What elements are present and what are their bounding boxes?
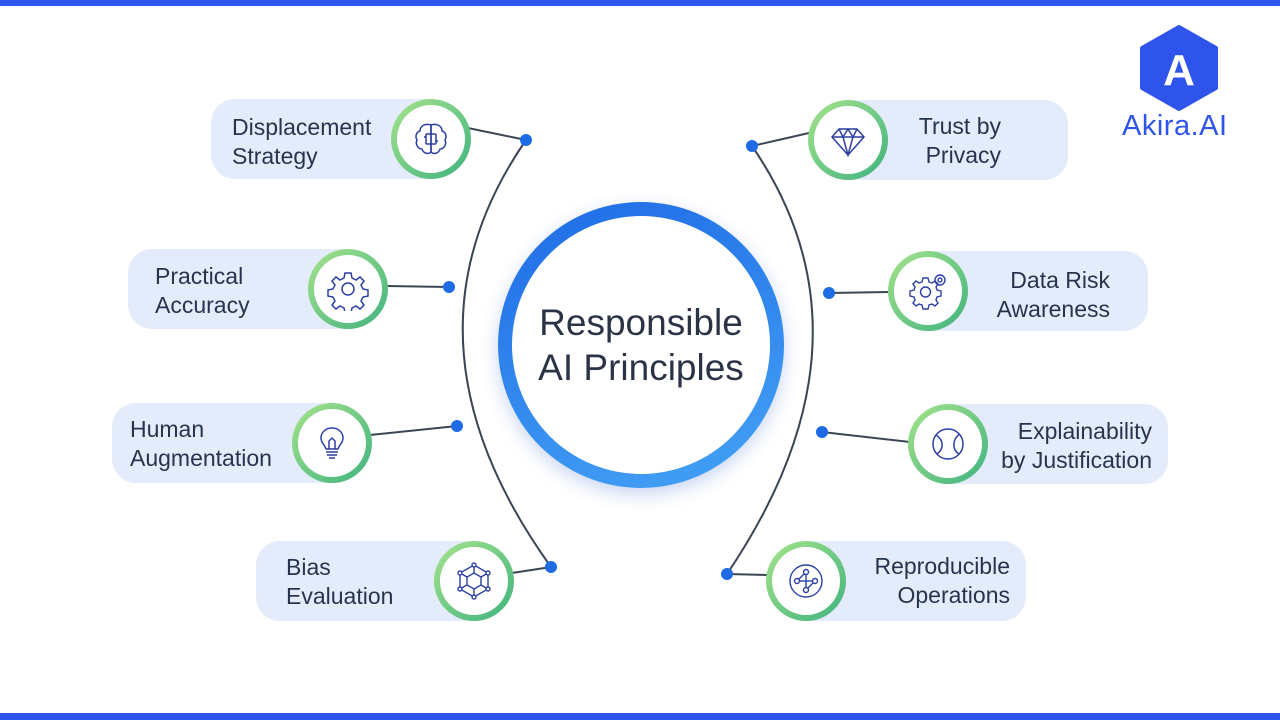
principle-label-line1: Trust by <box>918 113 1001 139</box>
principle-label-line1: Displacement <box>232 114 372 140</box>
connector-dot <box>823 287 835 299</box>
principle-label-line1: Human <box>130 416 205 442</box>
right-arc <box>726 145 814 575</box>
nodes-circle-icon <box>789 564 823 598</box>
center-title-line1: Responsible <box>539 302 743 343</box>
connector-line <box>369 425 458 436</box>
connector-dot <box>721 568 733 580</box>
principle-icon-ring <box>808 100 888 180</box>
top-accent-bar <box>0 0 1280 6</box>
connector-line <box>821 431 911 443</box>
principle-icon-ring <box>766 541 846 621</box>
principle-label-bias-evaluation: Bias Evaluation <box>286 553 393 611</box>
principle-label-line1: Explainability <box>1017 418 1152 444</box>
connector-dot <box>816 426 828 438</box>
connector-dot <box>443 281 455 293</box>
connector-line <box>511 566 552 574</box>
principle-label-line1: Bias <box>286 554 331 580</box>
principle-label-line2: Accuracy <box>155 292 250 318</box>
connector-line <box>751 132 810 147</box>
principle-label-line2: Awareness <box>996 296 1110 322</box>
connector-dot <box>520 134 532 146</box>
connector-line <box>385 285 450 288</box>
principle-label-line2: by Justification <box>1001 447 1152 473</box>
principle-label-reproducible-operations: Reproducible Operations <box>840 552 1010 610</box>
principle-label-line2: Privacy <box>925 142 1001 168</box>
brain-chip-icon <box>415 123 447 155</box>
principle-label-explainability-by-justification: Explainability by Justification <box>988 417 1152 475</box>
principle-label-line1: Practical <box>155 263 244 289</box>
principle-icon-ring <box>292 403 372 483</box>
connector-line <box>726 573 769 576</box>
bottom-accent-bar <box>0 713 1280 720</box>
principle-label-line1: Reproducible <box>874 553 1010 579</box>
network-hexagon-icon <box>457 562 491 600</box>
gears-icon <box>909 274 946 310</box>
principle-label-human-augmentation: Human Augmentation <box>130 415 272 473</box>
principle-label-line2: Operations <box>897 582 1010 608</box>
ball-icon <box>932 428 964 460</box>
connector-dot <box>545 561 557 573</box>
center-title-line2: AI Principles <box>538 347 744 388</box>
diamond-icon <box>831 127 865 158</box>
akira-logo-icon: A <box>1140 25 1218 111</box>
principle-label-line1: Data Risk <box>1010 267 1110 293</box>
principle-label-line2: Augmentation <box>130 445 272 471</box>
principle-label-data-risk-awareness: Data Risk Awareness <box>960 266 1110 324</box>
gear-icon <box>327 272 369 311</box>
principle-icon-ring <box>908 404 988 484</box>
principle-label-practical-accuracy: Practical Accuracy <box>155 262 250 320</box>
principle-label-line2: Strategy <box>232 143 318 169</box>
brand-name: Akira.AI <box>1122 110 1228 142</box>
connector-dot <box>746 140 758 152</box>
principle-label-line2: Evaluation <box>286 583 394 609</box>
left-arc <box>461 139 552 568</box>
connector-line <box>467 127 527 141</box>
principle-icon-ring <box>308 249 388 329</box>
principle-icon-ring <box>434 541 514 621</box>
center-title-circle: Responsible AI Principles <box>498 202 784 488</box>
lightbulb-icon <box>320 427 344 459</box>
principle-icon-ring <box>391 99 471 179</box>
connector-line <box>828 291 891 294</box>
logo-letter: A <box>1163 46 1195 95</box>
principle-label-displacement-strategy: Displacement Strategy <box>232 113 371 171</box>
connector-dot <box>451 420 463 432</box>
principle-icon-ring <box>888 251 968 331</box>
principle-label-trust-by-privacy: Trust by Privacy <box>880 112 1001 170</box>
